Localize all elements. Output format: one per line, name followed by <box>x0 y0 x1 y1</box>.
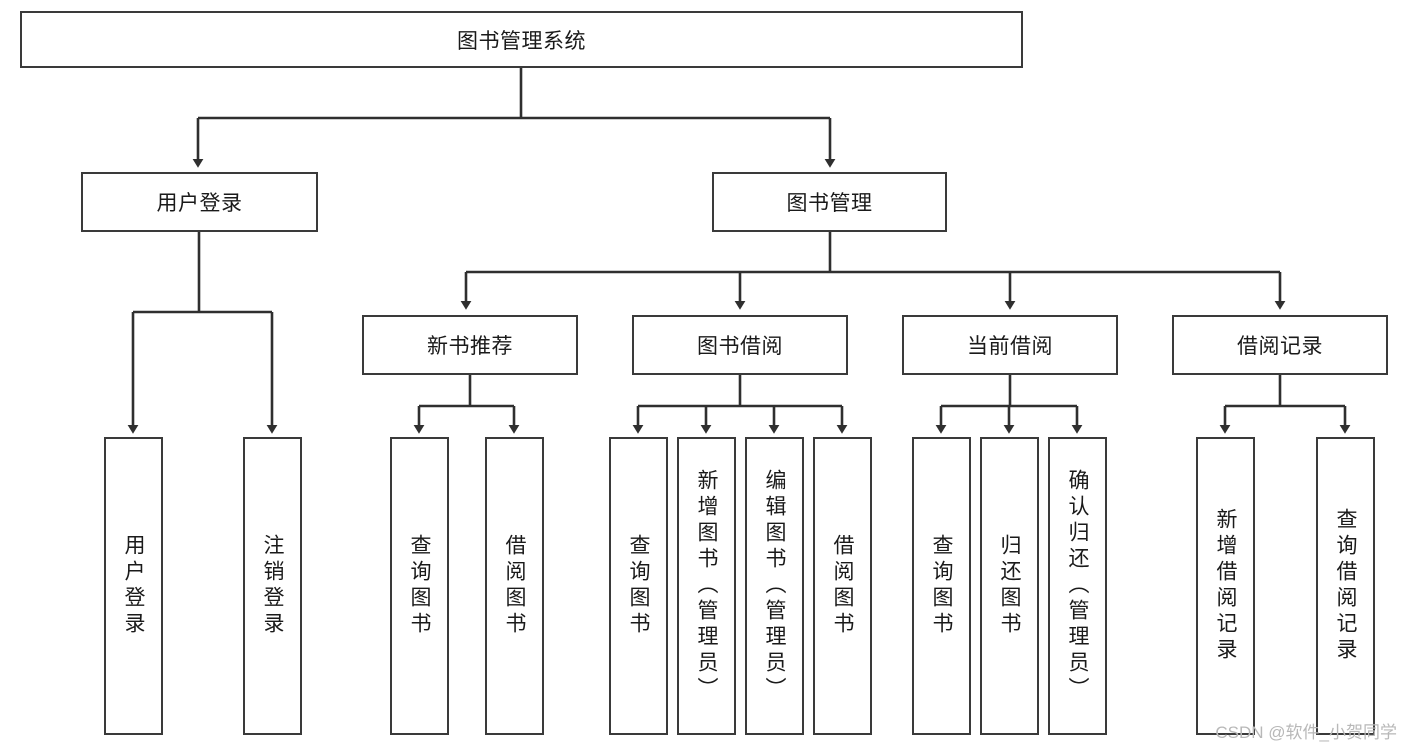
node-root-label: 图书管理系统 <box>457 29 586 53</box>
node-book-management[interactable]: 图书管理 <box>712 172 947 232</box>
leaf-book-borrow-borrow[interactable]: 借阅图书 <box>813 437 872 735</box>
leaf-new-book-query[interactable]: 查询图书 <box>390 437 449 735</box>
node-user-login-label: 用户登录 <box>156 192 243 215</box>
node-borrow-record-label: 借阅记录 <box>1237 335 1323 358</box>
leaf-borrow-record-add-label: 新增借阅记录 <box>1214 508 1237 664</box>
leaf-current-borrow-confirm-label: 确认归还（管理员） <box>1066 469 1089 703</box>
leaf-book-borrow-add-label: 新增图书（管理员） <box>695 469 718 703</box>
node-book-borrow[interactable]: 图书借阅 <box>632 315 848 375</box>
leaf-book-borrow-query[interactable]: 查询图书 <box>609 437 668 735</box>
leaf-current-borrow-confirm[interactable]: 确认归还（管理员） <box>1048 437 1107 735</box>
node-new-book-recommend[interactable]: 新书推荐 <box>362 315 578 375</box>
node-user-login[interactable]: 用户登录 <box>81 172 318 232</box>
leaf-current-borrow-return[interactable]: 归还图书 <box>980 437 1039 735</box>
leaf-book-borrow-edit-label: 编辑图书（管理员） <box>763 469 786 703</box>
leaf-current-borrow-return-label: 归还图书 <box>998 534 1021 638</box>
leaf-book-borrow-borrow-label: 借阅图书 <box>831 534 854 638</box>
leaf-user-login-logout-label: 注销登录 <box>261 534 284 638</box>
leaf-borrow-record-add[interactable]: 新增借阅记录 <box>1196 437 1255 735</box>
node-new-book-recommend-label: 新书推荐 <box>427 335 513 358</box>
node-book-borrow-label: 图书借阅 <box>697 335 783 358</box>
node-book-management-label: 图书管理 <box>786 192 873 215</box>
node-borrow-record[interactable]: 借阅记录 <box>1172 315 1388 375</box>
leaf-user-login-login-label: 用户登录 <box>122 534 145 638</box>
leaf-borrow-record-query[interactable]: 查询借阅记录 <box>1316 437 1375 735</box>
leaf-user-login-login[interactable]: 用户登录 <box>104 437 163 735</box>
node-root[interactable]: 图书管理系统 <box>20 11 1023 68</box>
leaf-book-borrow-edit[interactable]: 编辑图书（管理员） <box>745 437 804 735</box>
leaf-current-borrow-query-label: 查询图书 <box>930 534 953 638</box>
leaf-new-book-borrow-label: 借阅图书 <box>503 534 526 638</box>
leaf-current-borrow-query[interactable]: 查询图书 <box>912 437 971 735</box>
leaf-new-book-query-label: 查询图书 <box>408 534 431 638</box>
leaf-borrow-record-query-label: 查询借阅记录 <box>1334 508 1357 664</box>
watermark: CSDN @软件_小贺同学 <box>1215 723 1397 742</box>
leaf-book-borrow-query-label: 查询图书 <box>627 534 650 638</box>
node-current-borrow-label: 当前借阅 <box>967 335 1053 358</box>
leaf-book-borrow-add[interactable]: 新增图书（管理员） <box>677 437 736 735</box>
leaf-new-book-borrow[interactable]: 借阅图书 <box>485 437 544 735</box>
leaf-user-login-logout[interactable]: 注销登录 <box>243 437 302 735</box>
node-current-borrow[interactable]: 当前借阅 <box>902 315 1118 375</box>
